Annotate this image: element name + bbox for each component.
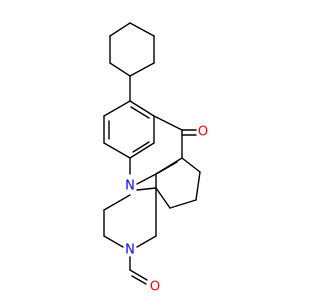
atom-label-ketone-oxygen: O xyxy=(198,125,208,140)
bond xyxy=(136,235,157,248)
molecule-canvas: O N N O xyxy=(103,22,209,295)
formyl-group xyxy=(129,256,148,285)
bond xyxy=(181,157,201,173)
bond xyxy=(195,171,201,201)
bond xyxy=(109,22,131,37)
bond xyxy=(129,142,155,159)
bond xyxy=(153,115,183,131)
bond xyxy=(131,275,147,285)
bond xyxy=(129,62,155,77)
bond xyxy=(109,62,131,77)
atom-label-formyl-oxygen: O xyxy=(150,280,160,295)
bond xyxy=(103,194,131,211)
bond xyxy=(136,173,157,185)
atom-label-amide-nitrogen: N xyxy=(125,243,135,258)
pyridone-ring xyxy=(129,115,183,185)
bond xyxy=(103,100,131,117)
benzene-ring xyxy=(103,100,155,159)
bond xyxy=(169,199,197,209)
bond-double-inner xyxy=(157,161,178,174)
bond xyxy=(103,235,124,248)
bond-double-inner xyxy=(130,106,150,119)
cyclopentane-ring xyxy=(155,157,201,209)
bond xyxy=(103,142,131,159)
bond xyxy=(129,100,155,117)
cyclohexyl-ring xyxy=(109,22,155,77)
ketone-group xyxy=(181,129,197,136)
bond xyxy=(136,187,157,191)
bond-double-inner xyxy=(132,141,150,153)
piperazine-ring xyxy=(103,187,157,248)
bond xyxy=(129,269,148,281)
bond xyxy=(155,187,171,209)
bond xyxy=(129,22,155,37)
molecule-structure: O N N O xyxy=(103,22,208,295)
atom-label-ring-nitrogen: N xyxy=(125,179,135,194)
